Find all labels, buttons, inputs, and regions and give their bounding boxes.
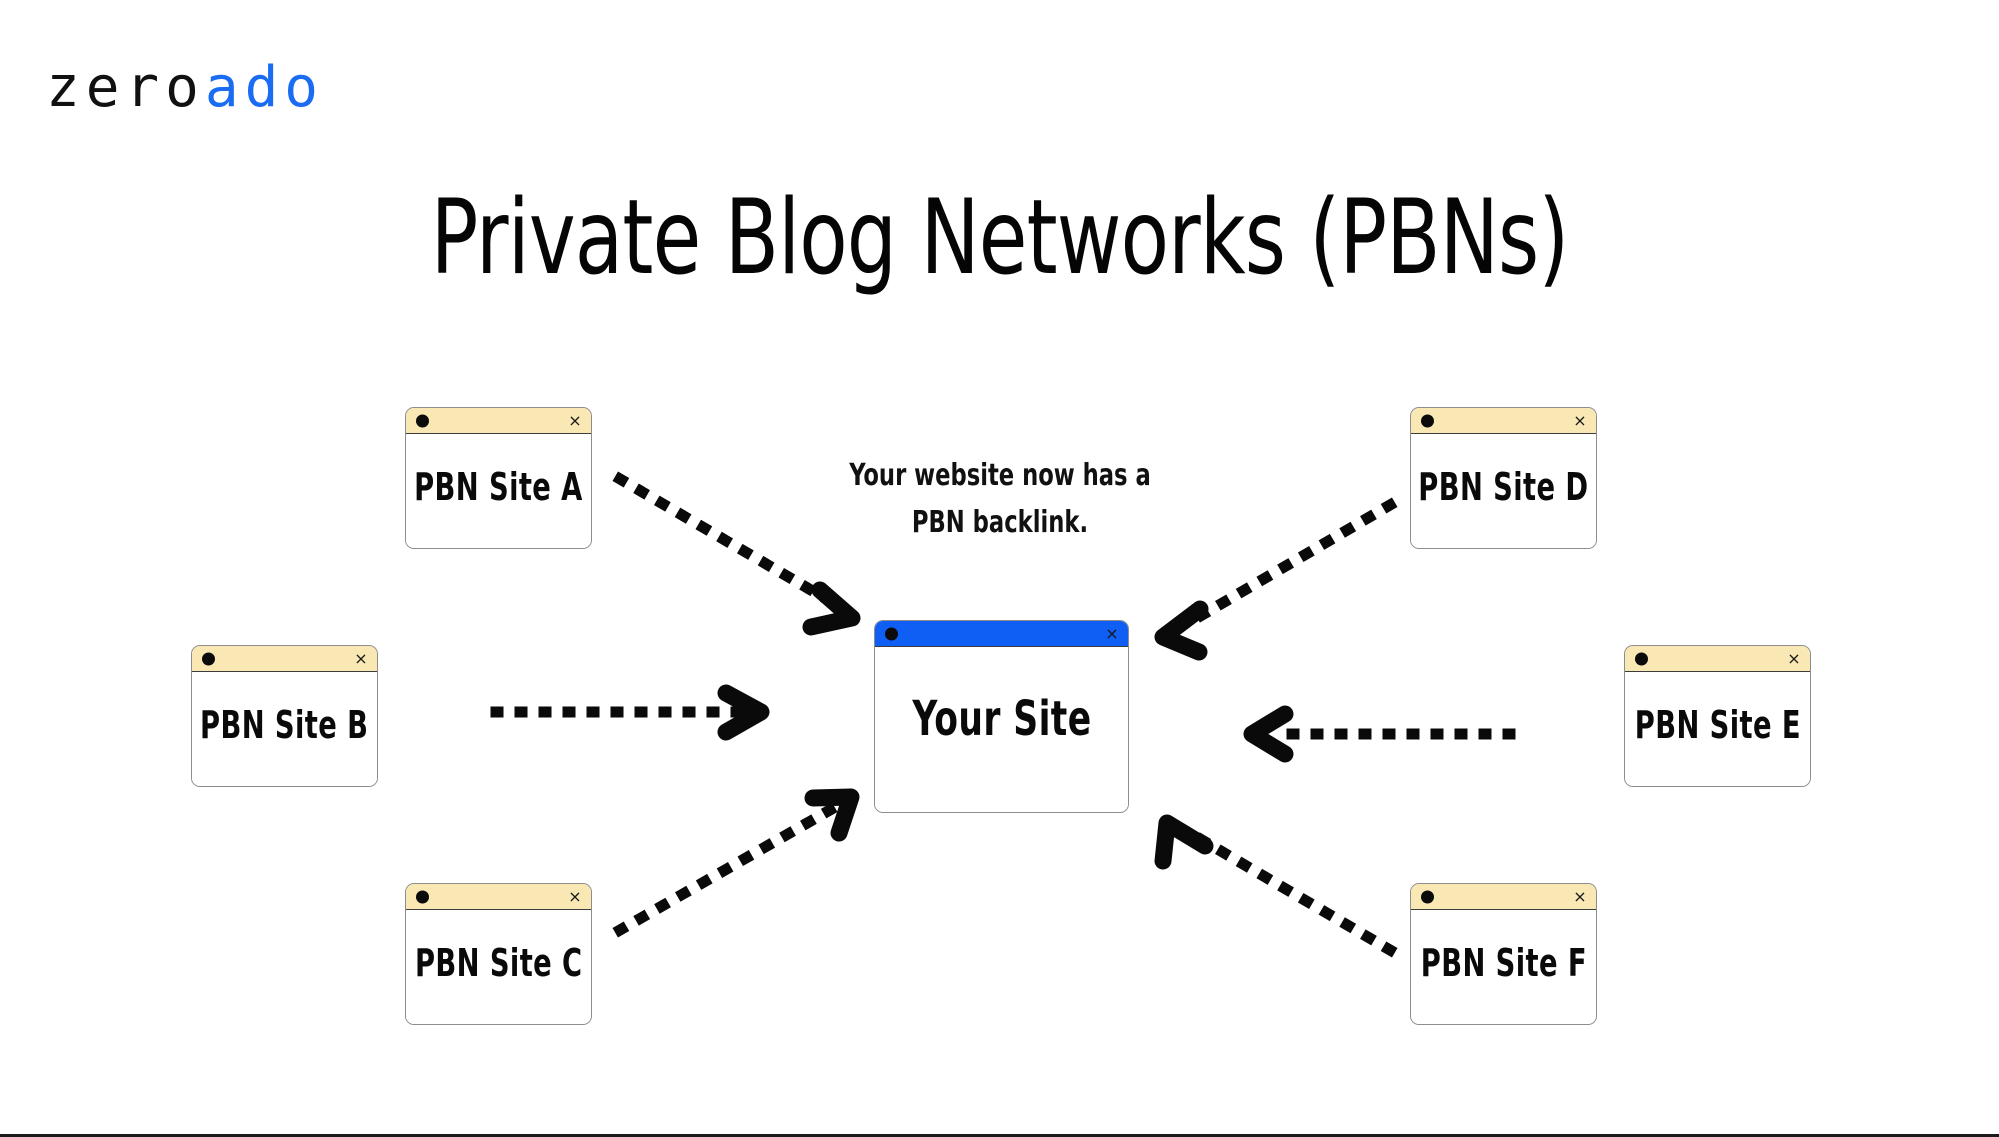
zeroado-logo: zeroado — [46, 60, 324, 116]
logo-text-accent: ado — [204, 55, 325, 120]
window-label: Your Site — [911, 690, 1092, 747]
titlebar-pbn-site-b[interactable]: × — [192, 646, 377, 672]
titlebar-your-site[interactable]: × — [875, 621, 1128, 647]
titlebar-pbn-site-a[interactable]: × — [406, 408, 591, 434]
window-dot-icon — [416, 414, 429, 427]
window-pbn-site-b[interactable]: × PBN Site B — [191, 645, 378, 787]
window-dot-icon — [1421, 890, 1434, 903]
window-label: PBN Site F — [1420, 941, 1587, 985]
window-body: PBN Site A — [406, 434, 591, 548]
window-pbn-site-c[interactable]: × PBN Site C — [405, 883, 592, 1025]
window-body: PBN Site B — [192, 672, 377, 786]
window-dot-icon — [1635, 652, 1648, 665]
arrow-site-c-to-your-site — [612, 788, 860, 938]
window-dot-icon — [202, 652, 215, 665]
window-pbn-site-e[interactable]: × PBN Site E — [1624, 645, 1811, 787]
window-dot-icon — [885, 627, 898, 640]
titlebar-pbn-site-f[interactable]: × — [1411, 884, 1596, 910]
caption-line-1: Your website now has a — [849, 458, 1151, 493]
titlebar-pbn-site-c[interactable]: × — [406, 884, 591, 910]
titlebar-pbn-site-d[interactable]: × — [1411, 408, 1596, 434]
page-title: Private Blog Networks (PBNs) — [430, 178, 1570, 298]
window-body: PBN Site D — [1411, 434, 1596, 548]
arrow-site-b-to-your-site — [490, 684, 770, 741]
close-icon[interactable]: × — [568, 886, 582, 906]
window-body: PBN Site C — [406, 910, 591, 1024]
arrow-site-d-to-your-site — [1154, 497, 1398, 661]
window-body: PBN Site F — [1411, 910, 1596, 1024]
window-pbn-site-d[interactable]: × PBN Site D — [1410, 407, 1597, 549]
window-label: PBN Site E — [1634, 703, 1801, 747]
window-label: PBN Site A — [414, 465, 583, 509]
caption-line-2: PBN backlink. — [911, 505, 1089, 541]
window-label: PBN Site D — [1418, 465, 1589, 509]
arrow-site-f-to-your-site — [1154, 814, 1398, 958]
arrow-site-a-to-your-site — [612, 471, 861, 636]
window-pbn-site-a[interactable]: × PBN Site A — [405, 407, 592, 549]
arrow-site-e-to-your-site — [1243, 705, 1516, 763]
window-label: PBN Site C — [414, 941, 583, 985]
close-icon[interactable]: × — [1105, 623, 1119, 643]
close-icon[interactable]: × — [1573, 886, 1587, 906]
window-label: PBN Site B — [200, 703, 369, 747]
window-body: PBN Site E — [1625, 672, 1810, 786]
backlink-caption: Your website now has a PBN backlink. — [824, 452, 1177, 547]
close-icon[interactable]: × — [1573, 410, 1587, 430]
titlebar-pbn-site-e[interactable]: × — [1625, 646, 1810, 672]
window-your-site[interactable]: × Your Site — [874, 620, 1129, 813]
window-pbn-site-f[interactable]: × PBN Site F — [1410, 883, 1597, 1025]
window-body: Your Site — [875, 647, 1128, 812]
close-icon[interactable]: × — [1787, 648, 1801, 668]
close-icon[interactable]: × — [354, 648, 368, 668]
close-icon[interactable]: × — [568, 410, 582, 430]
window-dot-icon — [416, 890, 429, 903]
logo-text-dark: zero — [46, 55, 205, 120]
window-dot-icon — [1421, 414, 1434, 427]
bottom-divider — [0, 1134, 1999, 1137]
